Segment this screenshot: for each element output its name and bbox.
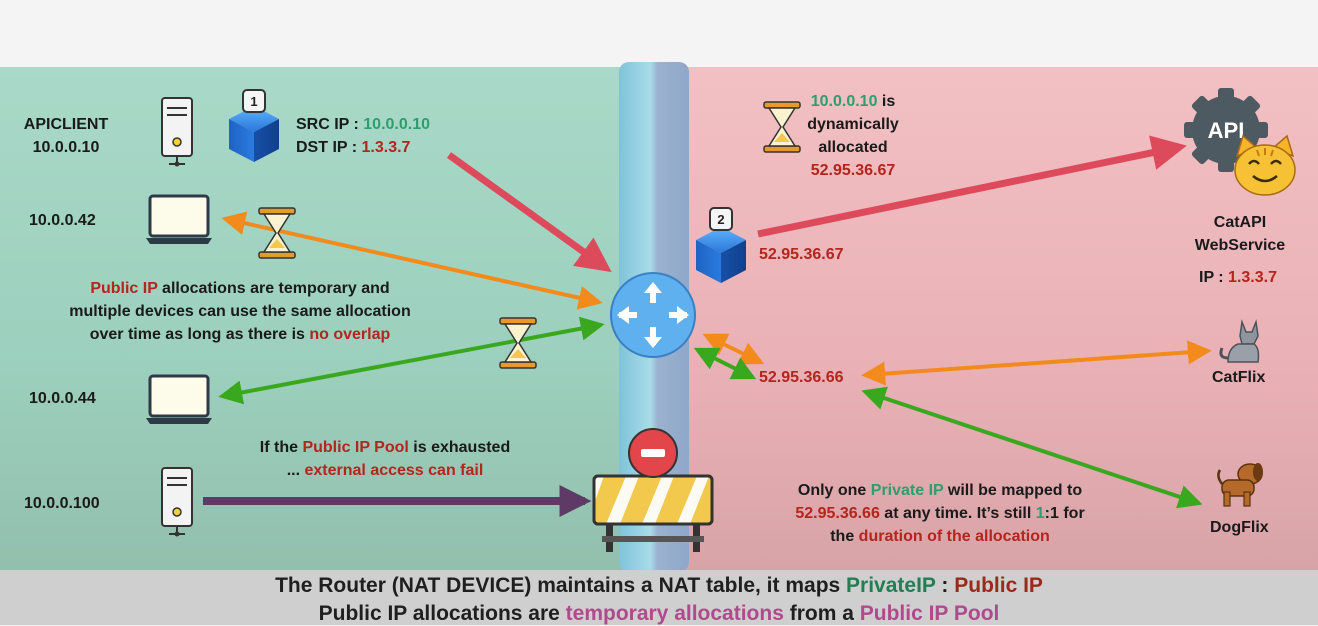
catapi-ip-value: 1.3.3.7 [1228,269,1277,286]
arrow-green-router-shared [693,347,757,380]
pool-note-prefix: If the [259,439,303,456]
hourglass-icon [258,207,296,259]
arrow-green-laptop44 [218,316,605,405]
dyn-private-ip: 10.0.0.10 [810,93,878,110]
server-icon [161,467,193,537]
dst-ip-value: 1.3.3.7 [361,139,411,156]
catapi-ip: IP : 1.3.3.7 [1199,266,1277,289]
server-ip-label: 10.0.0.100 [24,495,100,512]
packet1-headers: SRC IP : 10.0.0.10 DST IP : 1.3.3.7 [296,113,430,159]
laptop-icon [146,374,212,424]
map-note-one: 1 [1035,505,1045,522]
map-note-suffix: will be mapped to [943,482,1083,499]
barrier-icon [592,474,714,552]
packet-cube-icon [696,227,746,283]
dyn-public-ip: 52.95.36.67 [810,162,896,179]
arrow-orange-catflix [861,340,1212,386]
caption-l1-text: The Router (NAT DEVICE) maintains a NAT … [275,574,847,597]
note-public-ip: Public IP [90,280,158,297]
dyn-line3: allocated [818,139,888,156]
note-line3: over time as long as there is [89,326,310,343]
dynamic-allocation-note: 10.0.0.10 is dynamically allocated 52.95… [792,90,914,182]
catapi-label: CatAPI WebService [1180,211,1300,257]
dog-icon [1217,463,1263,507]
arrow-green-dogflix [861,386,1203,509]
laptop-ip-label: 10.0.0.42 [29,212,96,229]
map-note-private: Private IP [870,482,944,499]
server-icon [161,97,193,167]
packet-badge-number: 1 [250,94,257,109]
map-note-anytime: at any time. It’s still [879,505,1036,522]
pool-note-pool: Public IP Pool [302,439,409,456]
catapi-ip-label: IP : [1199,269,1229,286]
arrow-client-to-router [446,152,612,273]
cat-icon [1219,319,1260,363]
router-icon [610,272,696,358]
catflix-label: CatFlix [1212,369,1266,386]
packet-badge: 1 [242,89,266,113]
caption-public-ip: Public IP [954,574,1043,597]
allocation-note: Public IP allocations are temporary and … [20,277,460,346]
note-no-overlap: no overlap [309,326,391,343]
src-ip-label: SRC IP : [296,116,364,133]
caption-l2-text: Public IP allocations are [318,602,566,625]
map-note-ratio: :1 for [1044,505,1085,522]
catapi-name: CatAPI [1213,214,1267,231]
arrow-orange-laptop42 [221,211,603,310]
src-ip-value: 10.0.0.10 [363,116,431,133]
pool-exhausted-note: If the Public IP Pool is exhausted ... e… [230,436,540,482]
packet-badge: 2 [709,207,733,231]
pool-note-ellipsis: ... [286,462,305,479]
dyn-is: is [877,93,896,110]
dyn-line2: dynamically [807,116,899,133]
packet-badge-number: 2 [717,212,724,227]
map-note-duration: duration of the allocation [858,528,1050,545]
catapi-service: WebService [1194,237,1286,254]
pool-note-fail: external access can fail [304,462,484,479]
dst-ip-label: DST IP : [296,139,362,156]
apiclient-label: APICLIENT 10.0.0.10 [14,113,118,159]
map-note-prefix: Only one [797,482,871,499]
packet2-ip: 52.95.36.67 [759,246,844,263]
dogflix-label: DogFlix [1210,519,1269,536]
hourglass-icon [499,317,537,369]
caption-band [0,570,1318,625]
caption-pool: Public IP Pool [859,602,1000,625]
laptop-icon [146,194,212,244]
hourglass-icon [763,101,801,153]
mapping-note: Only one Private IP will be mapped to 52… [756,479,1124,548]
note-line2: multiple devices can use the same alloca… [69,303,411,320]
apiclient-ip: 10.0.0.10 [32,139,100,156]
map-note-the: the [830,528,859,545]
arrow-router-to-catapi [757,135,1187,238]
apiclient-name: APICLIENT [23,116,109,133]
map-note-ip: 52.95.36.66 [795,505,880,522]
no-entry-icon [628,428,678,478]
caption-line-1: The Router (NAT DEVICE) maintains a NAT … [0,574,1318,598]
cat-face-icon [1234,134,1296,196]
caption-line-2: Public IP allocations are temporary allo… [0,602,1318,626]
caption-temporary: temporary allocations [565,602,784,625]
laptop-ip-label: 10.0.0.44 [29,390,96,407]
caption-private-ip: PrivateIP [846,574,936,597]
pool-note-suffix: is exhausted [408,439,511,456]
shared-public-ip: 52.95.36.66 [759,369,844,386]
caption-colon: : [935,574,955,597]
api-gear-label: API [1208,118,1245,143]
packet-cube-icon [229,106,279,162]
caption-from: from a [783,602,860,625]
note-line1: allocations are temporary and [157,280,390,297]
